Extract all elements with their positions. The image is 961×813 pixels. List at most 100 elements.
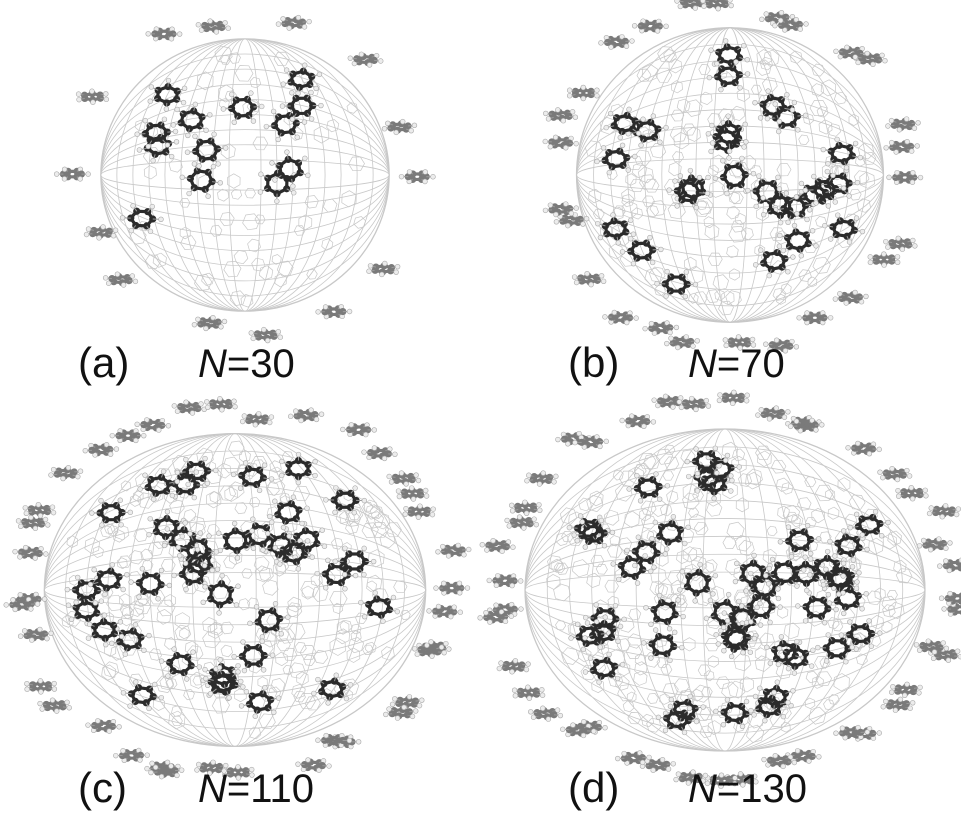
benzene-ring bbox=[708, 38, 750, 72]
benzene-ring bbox=[684, 445, 729, 477]
benzene-ring bbox=[926, 503, 961, 520]
n-value-c: N=110 bbox=[198, 769, 314, 809]
benzene-ring bbox=[761, 752, 798, 770]
benzene-ring bbox=[880, 696, 916, 713]
benzene-ring bbox=[655, 703, 700, 736]
benzene-ring bbox=[134, 116, 179, 150]
benzene-ring bbox=[700, 0, 734, 12]
benzene-ring bbox=[713, 618, 758, 656]
benzene-ring bbox=[802, 172, 847, 206]
benzene-ring bbox=[184, 131, 229, 169]
benzene-ring bbox=[938, 590, 961, 606]
benzene-ring bbox=[191, 314, 228, 332]
benzene-ring bbox=[886, 169, 924, 185]
benzene-ring bbox=[89, 497, 134, 528]
benzene-ring bbox=[748, 689, 791, 724]
benzene-ring bbox=[713, 697, 757, 730]
benzene-ring bbox=[572, 434, 609, 450]
benzene-ring bbox=[666, 173, 711, 211]
benzene-ring bbox=[807, 548, 847, 587]
benzene-ring bbox=[137, 468, 180, 502]
benzene-ring bbox=[796, 310, 834, 326]
benzene-ring bbox=[194, 759, 229, 776]
benzene-ring bbox=[937, 557, 961, 574]
benzene-ring bbox=[411, 642, 447, 659]
benzene-ring bbox=[722, 334, 757, 351]
benzene-ring bbox=[175, 531, 220, 569]
benzene-ring bbox=[542, 201, 579, 218]
benzene-ring bbox=[171, 399, 207, 416]
benzene-ring bbox=[402, 503, 436, 520]
benzene-ring bbox=[815, 632, 859, 665]
benzene-ring bbox=[673, 769, 709, 786]
benzene-ring bbox=[571, 270, 607, 288]
benzene-ring bbox=[752, 243, 796, 279]
benzene-ring bbox=[220, 90, 265, 126]
benzene-ring bbox=[677, 561, 719, 604]
benzene-ring bbox=[134, 417, 172, 433]
benzene-ring bbox=[827, 528, 870, 563]
benzene-ring bbox=[230, 460, 275, 494]
benzene-ring bbox=[238, 685, 282, 719]
benzene-ring bbox=[852, 50, 888, 67]
benzene-ring bbox=[594, 142, 638, 176]
benzene-ring bbox=[845, 440, 882, 457]
carbon-cage bbox=[100, 38, 390, 312]
benzene-ring bbox=[625, 113, 669, 148]
benzene-ring bbox=[619, 234, 664, 267]
benzene-ring bbox=[643, 592, 686, 632]
benzene-ring bbox=[832, 289, 869, 306]
benzene-ring bbox=[477, 609, 515, 625]
benzene-ring bbox=[582, 651, 626, 685]
panel-c: (c) N=110 bbox=[0, 396, 480, 813]
benzene-ring bbox=[248, 326, 283, 344]
benzene-ring bbox=[216, 520, 257, 561]
benzene-ring bbox=[386, 470, 422, 487]
benzene-ring bbox=[479, 538, 516, 554]
benzene-ring bbox=[560, 722, 597, 739]
benzene-ring bbox=[615, 750, 652, 766]
benzene-ring bbox=[22, 502, 57, 519]
benzene-ring bbox=[603, 106, 646, 141]
benzene-ring bbox=[787, 417, 825, 434]
benzene-ring bbox=[889, 681, 923, 698]
benzene-ring bbox=[75, 88, 110, 105]
benzene-ring bbox=[247, 601, 291, 640]
benzene-ring bbox=[158, 646, 203, 682]
benzene-ring bbox=[53, 166, 91, 182]
benzene-ring bbox=[200, 572, 241, 616]
benzene-ring bbox=[763, 337, 800, 354]
benzene-ring bbox=[267, 494, 310, 531]
molecule-render-d bbox=[477, 389, 961, 789]
benzene-ring bbox=[287, 407, 325, 424]
n-value-b: N=70 bbox=[688, 344, 785, 384]
benzene-ring bbox=[928, 646, 961, 663]
benzene-ring bbox=[315, 304, 353, 320]
benzene-ring bbox=[543, 107, 579, 124]
benzene-ring bbox=[148, 763, 185, 780]
benzene-ring bbox=[833, 724, 870, 741]
benzene-ring bbox=[838, 618, 883, 650]
benzene-ring bbox=[709, 113, 749, 154]
benzene-ring bbox=[398, 169, 436, 185]
benzene-ring bbox=[17, 626, 54, 643]
panel-d: (d) N=130 bbox=[477, 389, 961, 813]
benzene-ring bbox=[654, 268, 699, 300]
benzene-ring bbox=[867, 251, 901, 268]
benzene-ring bbox=[170, 101, 213, 139]
benzene-ring bbox=[582, 614, 624, 650]
benzene-ring bbox=[195, 18, 231, 35]
benzene-ring bbox=[524, 470, 559, 487]
benzene-ring bbox=[772, 16, 809, 33]
benzene-ring bbox=[705, 120, 747, 161]
benzene-ring bbox=[642, 320, 680, 336]
panel-letter-a: (a) bbox=[78, 339, 130, 386]
benzene-ring bbox=[571, 517, 616, 550]
molecule-render-c bbox=[3, 396, 472, 781]
benzene-ring bbox=[941, 601, 961, 617]
panel-letter-b: (b) bbox=[568, 339, 620, 386]
benzene-ring bbox=[272, 533, 315, 572]
benzene-ring bbox=[119, 203, 164, 235]
benzene-ring bbox=[145, 26, 183, 42]
n-symbol-a: N bbox=[198, 342, 227, 386]
